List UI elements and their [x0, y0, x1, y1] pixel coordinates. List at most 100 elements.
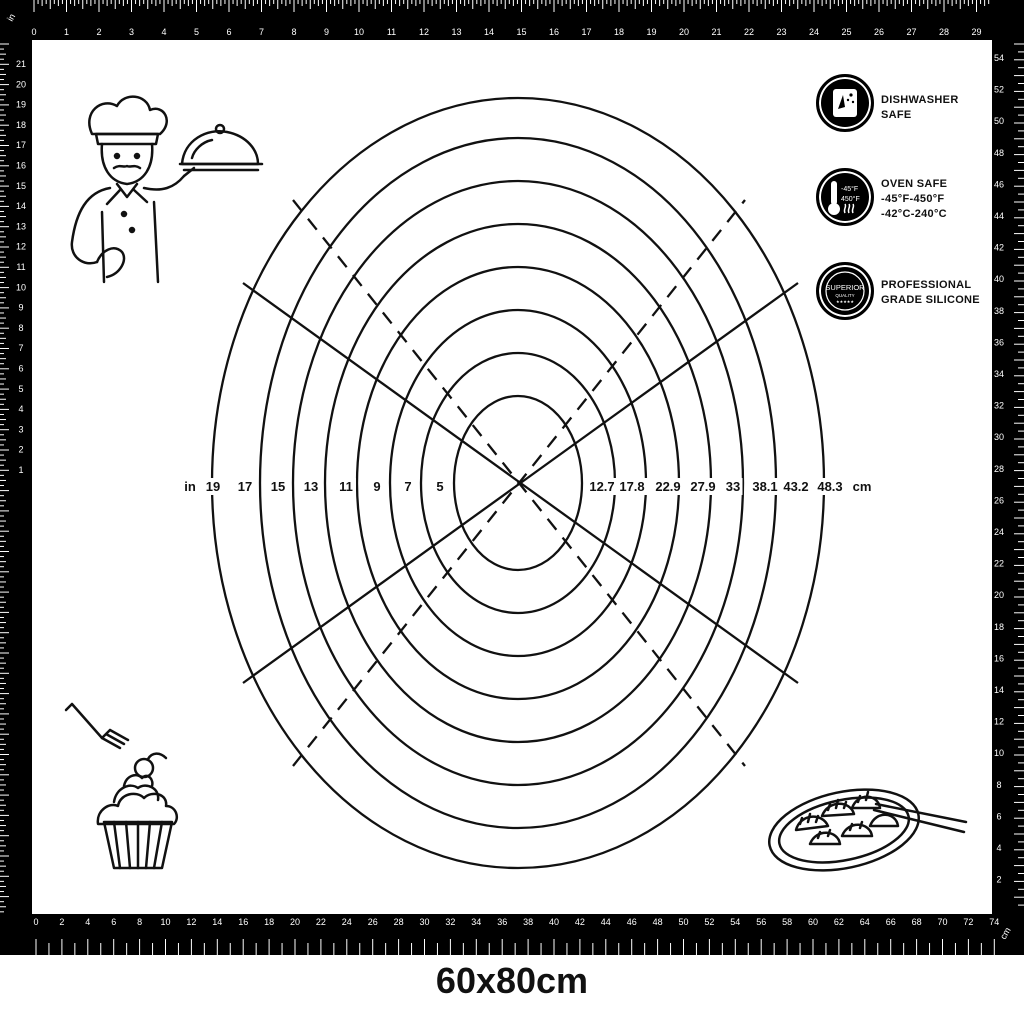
guide-cm-label: 33: [726, 479, 740, 494]
ruler-top-label: 23: [776, 27, 786, 37]
ruler-bottom-label: 38: [523, 917, 533, 927]
ruler-right-label: 52: [994, 85, 1004, 95]
ruler-left-label: 3: [18, 424, 23, 434]
guide-inch-unit: in: [184, 479, 196, 494]
ruler-bottom-label: 56: [756, 917, 766, 927]
label-backdrop: [813, 478, 847, 495]
ruler-bottom-label: 64: [860, 917, 870, 927]
ruler-right-label: 12: [994, 717, 1004, 727]
ruler-top-label: 28: [939, 27, 949, 37]
ruler-right-label: 32: [994, 401, 1004, 411]
ruler-left-label: 18: [16, 120, 26, 130]
label-backdrop: [779, 478, 813, 495]
ruler-left-label: 8: [18, 323, 23, 333]
thermo-text-1: -45°F: [841, 185, 858, 193]
guide-ring: [291, 179, 745, 787]
guide-inch-label: 7: [404, 479, 411, 494]
label-backdrop: [651, 478, 685, 495]
ruler-left-label: 13: [16, 221, 26, 231]
ruler-left-label: 6: [18, 364, 23, 374]
professional-silicone-label: PROFESSIONAL GRADE SILICONE: [881, 278, 980, 308]
ruler-top-label: 13: [451, 27, 461, 37]
ruler-bottom-label: 0: [33, 917, 38, 927]
ruler-right-label: 4: [996, 843, 1001, 853]
ruler-top-label: 16: [549, 27, 559, 37]
ruler-left-label: 19: [16, 100, 26, 110]
label-backdrop: [615, 478, 649, 495]
guide-inch-label: 13: [304, 479, 318, 494]
ruler-left-label: 12: [16, 242, 26, 252]
ruler-bottom-label: 44: [601, 917, 611, 927]
chef-with-cloche-icon: [70, 95, 264, 284]
dishwasher-safe-label: DISHWASHER SAFE: [881, 93, 959, 123]
ruler-top-label: 1: [64, 27, 69, 37]
ruler-left-label: 2: [18, 445, 23, 455]
ruler-right-label: 22: [994, 559, 1004, 569]
ruler-top-label: 5: [194, 27, 199, 37]
guide-cm-label: 22.9: [655, 479, 680, 494]
ruler-left-label: 10: [16, 282, 26, 292]
ruler-top-label: 26: [874, 27, 884, 37]
ruler-bottom-label: 20: [290, 917, 300, 927]
ruler-top-label: 7: [259, 27, 264, 37]
ruler-bottom-label: 18: [264, 917, 274, 927]
dashed-guide-line: [292, 199, 746, 767]
dishwasher-line1: DISHWASHER: [881, 94, 959, 106]
label-backdrop: [430, 478, 450, 495]
silicone-line1: PROFESSIONAL: [881, 279, 972, 291]
ruler-bottom-label: 32: [445, 917, 455, 927]
label-backdrop: [268, 478, 288, 495]
ruler-top-label: 2: [96, 27, 101, 37]
ruler-left-label: 9: [18, 303, 23, 313]
ruler-right-label: 54: [994, 53, 1004, 63]
ruler-right-label: 34: [994, 369, 1004, 379]
ruler-bottom-label: 68: [912, 917, 922, 927]
guide-cm-label: 17.8: [619, 479, 644, 494]
cutting-guide-lines: [242, 199, 799, 767]
ruler-bottom-label: 60: [808, 917, 818, 927]
ruler-right-label: 8: [996, 780, 1001, 790]
ruler-top-label: 21: [711, 27, 721, 37]
guide-cm-unit: cm: [853, 479, 872, 494]
ruler-top-label: 18: [614, 27, 624, 37]
ruler-top-label: 15: [516, 27, 526, 37]
ruler-top-label: 11: [387, 27, 396, 37]
seal-stars: ★★★★★: [836, 299, 854, 304]
guide-inch-label: 17: [238, 479, 252, 494]
guide-cm-label: 38.1: [752, 479, 777, 494]
ruler-right-label: 36: [994, 337, 1004, 347]
dishwasher-line2: SAFE: [881, 109, 912, 121]
ruler-right-label: 50: [994, 116, 1004, 126]
ruler-bottom-label: 2: [59, 917, 64, 927]
ruler-right-label: 28: [994, 464, 1004, 474]
superior-quality-seal-icon: SUPERIOR QUALITY ★★★★★: [825, 271, 865, 311]
ruler-bottom-label: 58: [782, 917, 792, 927]
ruler-bottom-label: 28: [394, 917, 404, 927]
ruler-bottom-label: 14: [212, 917, 222, 927]
ruler-top-label: 3: [129, 27, 134, 37]
label-backdrop: [852, 478, 872, 495]
ruler-bottom-label: 48: [653, 917, 663, 927]
ruler-left-label: 15: [16, 181, 26, 191]
ruler-left-label: 17: [16, 140, 26, 150]
ruler-right-label: 38: [994, 306, 1004, 316]
guide-inch-label: 5: [436, 479, 443, 494]
ruler-left-label: 4: [18, 404, 23, 414]
mat-size-caption: 60x80cm: [435, 960, 589, 1001]
label-backdrop: [235, 478, 255, 495]
ruler-left-label: 20: [16, 79, 26, 89]
ruler-bottom-label: 24: [342, 917, 352, 927]
ruler-bottom-label: 6: [111, 917, 116, 927]
guide-cm-label: 48.3: [817, 479, 842, 494]
ruler-top-label: 29: [971, 27, 981, 37]
ruler-bottom-label: 42: [575, 917, 585, 927]
label-backdrop: [748, 478, 782, 495]
ruler-right-label: 6: [996, 811, 1001, 821]
label-backdrop: [686, 478, 720, 495]
dishwasher-icon: [833, 89, 857, 117]
oven-line1: OVEN SAFE: [881, 178, 948, 190]
ruler-bottom-label: 34: [471, 917, 481, 927]
ruler-bottom-label: 8: [137, 917, 142, 927]
guide-inch-label: 11: [339, 479, 353, 494]
